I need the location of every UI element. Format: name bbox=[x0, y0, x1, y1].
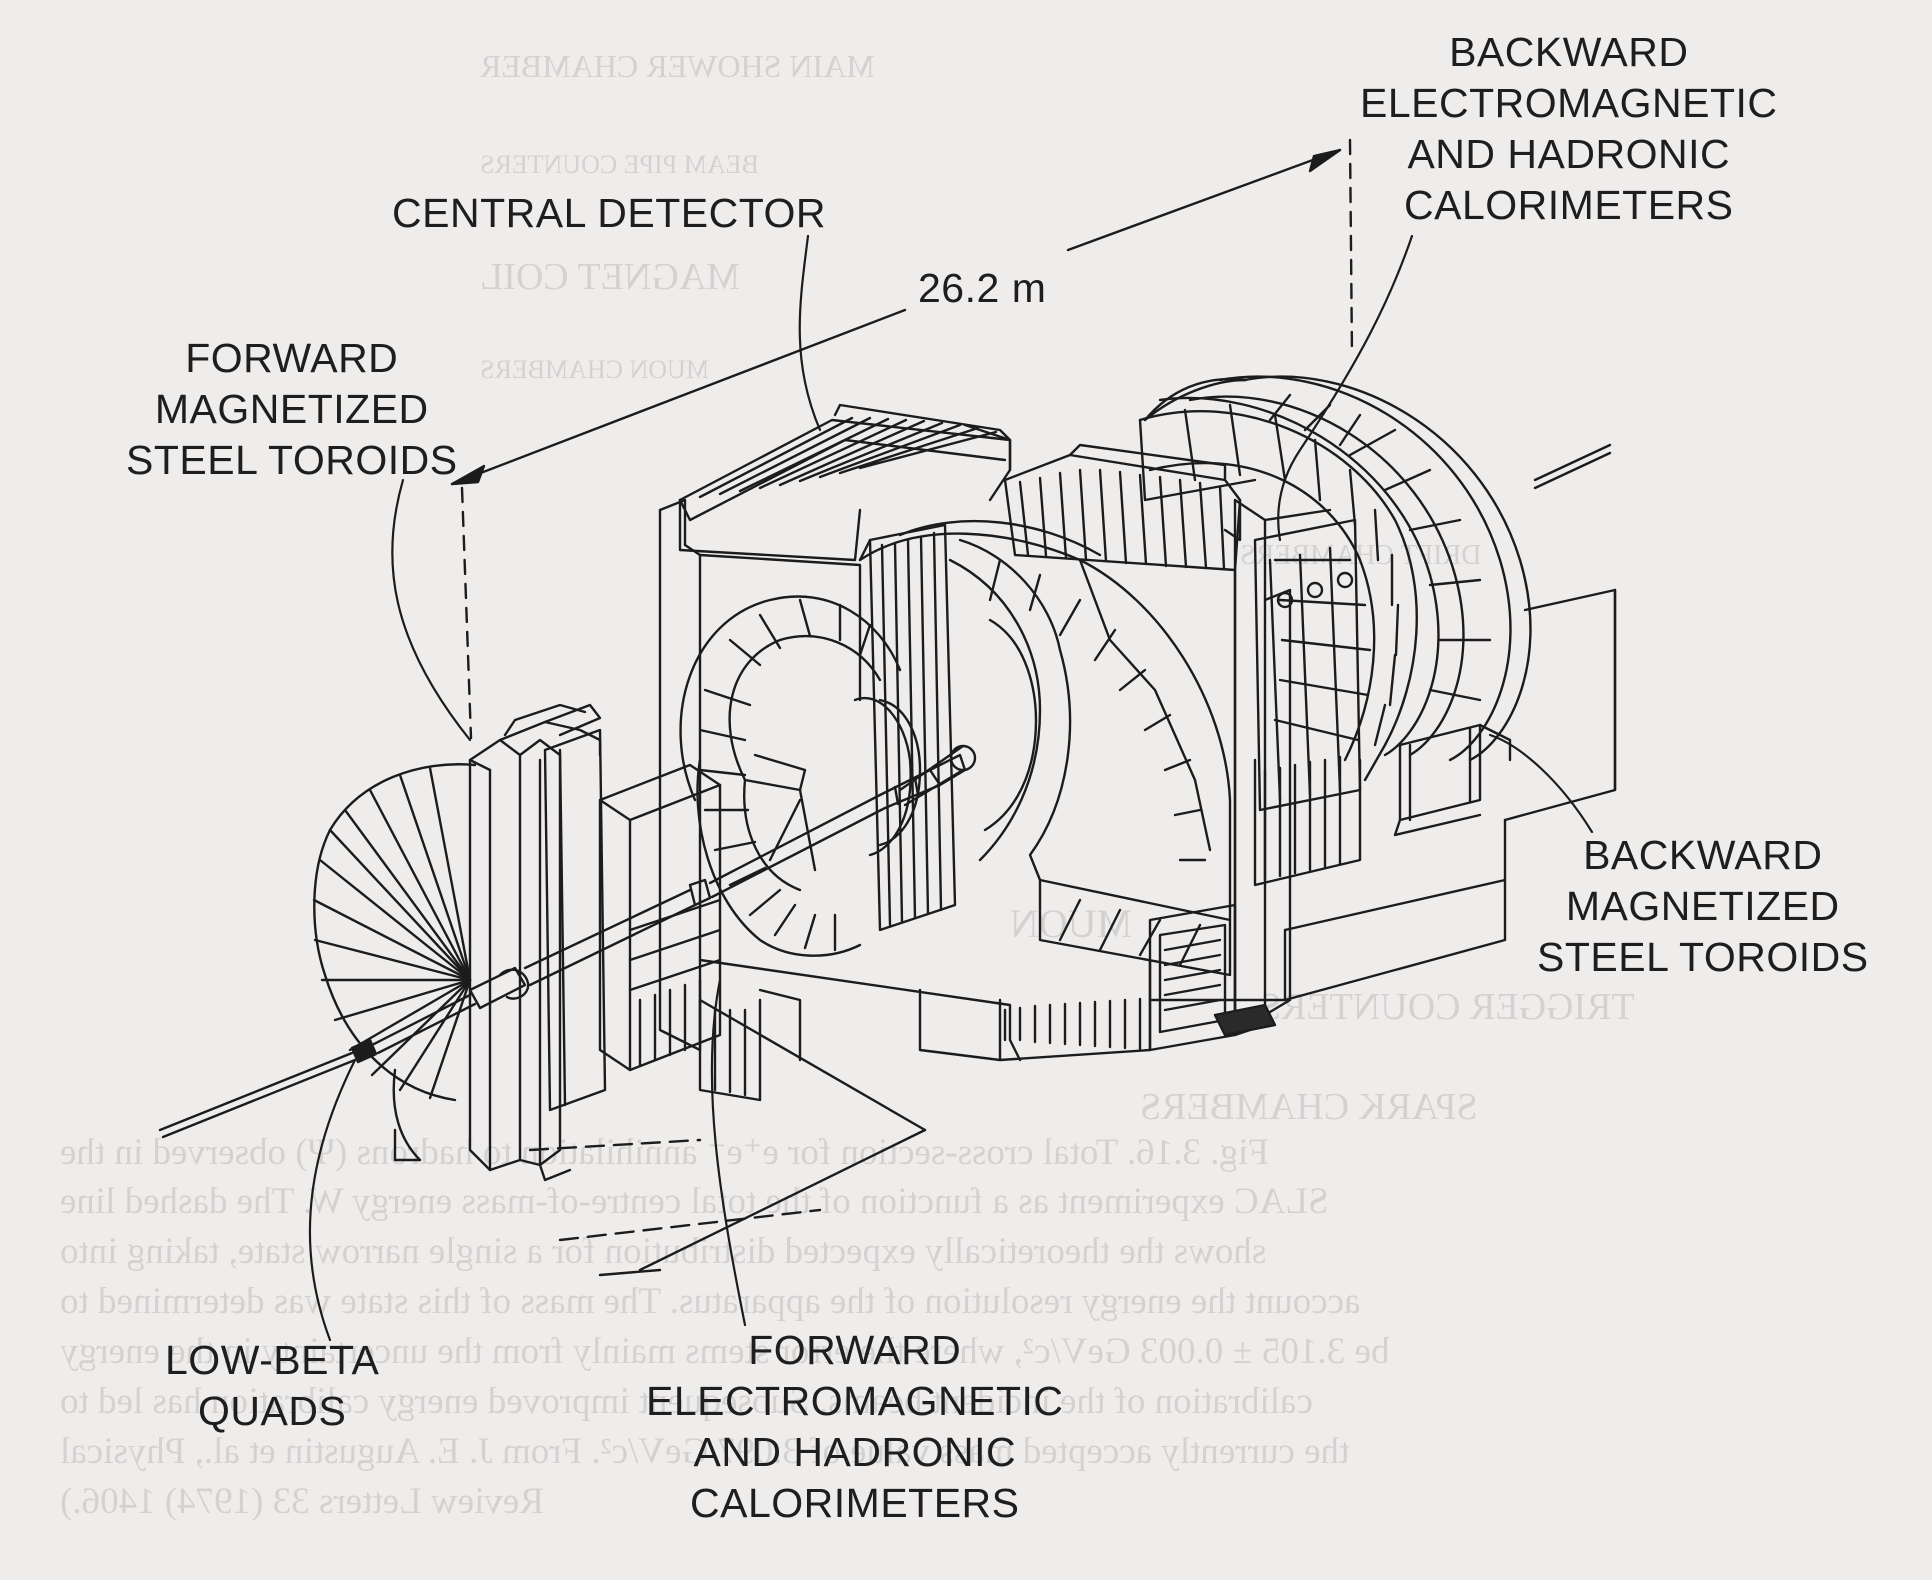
label-backward-toroids-line-3: STEEL TOROIDS bbox=[1537, 934, 1869, 980]
label-backward-toroids: BACKWARD MAGNETIZED STEEL TOROIDS bbox=[1537, 830, 1869, 983]
label-forward-calorimeters-line-4: CALORIMETERS bbox=[690, 1480, 1020, 1526]
label-forward-calorimeters-line-2: ELECTROMAGNETIC bbox=[646, 1378, 1064, 1424]
forward-calorimeter-block bbox=[543, 728, 722, 1112]
label-low-beta-quads-line-1: LOW-BETA bbox=[165, 1337, 380, 1383]
beam-pipe bbox=[158, 753, 967, 1139]
label-dimension-text: 26.2 m bbox=[918, 265, 1047, 311]
floor-plane bbox=[528, 998, 927, 1277]
label-forward-toroids-line-3: STEEL TOROIDS bbox=[126, 437, 458, 483]
label-low-beta-quads: LOW-BETA QUADS bbox=[165, 1335, 379, 1437]
label-backward-calorimeters-line-1: BACKWARD bbox=[1449, 29, 1689, 75]
label-backward-calorimeters-line-3: AND HADRONIC bbox=[1407, 131, 1731, 177]
label-forward-calorimeters-line-3: AND HADRONIC bbox=[693, 1429, 1017, 1475]
label-central-detector: CENTRAL DETECTOR bbox=[392, 188, 826, 239]
leader-lines bbox=[308, 234, 1594, 1342]
label-central-detector-text: CENTRAL DETECTOR bbox=[392, 190, 826, 236]
forward-toroid bbox=[312, 703, 602, 1182]
central-detector bbox=[658, 403, 1232, 1062]
label-backward-calorimeters: BACKWARD ELECTROMAGNETIC AND HADRONIC CA… bbox=[1360, 27, 1778, 231]
label-forward-toroids: FORWARD MAGNETIZED STEEL TOROIDS bbox=[126, 333, 458, 486]
label-forward-calorimeters: FORWARD ELECTROMAGNETIC AND HADRONIC CAL… bbox=[646, 1325, 1064, 1529]
label-backward-calorimeters-line-2: ELECTROMAGNETIC bbox=[1360, 80, 1778, 126]
label-backward-toroids-line-2: MAGNETIZED bbox=[1565, 883, 1840, 929]
backward-toroid bbox=[1143, 375, 1612, 837]
label-forward-toroids-line-2: MAGNETIZED bbox=[154, 386, 429, 432]
dimension-line bbox=[450, 138, 1354, 740]
label-backward-calorimeters-line-4: CALORIMETERS bbox=[1404, 182, 1734, 228]
backward-calorimeter bbox=[1138, 377, 1418, 887]
label-low-beta-quads-line-2: QUADS bbox=[198, 1388, 347, 1434]
label-forward-calorimeters-line-1: FORWARD bbox=[748, 1327, 962, 1373]
forward-calorimeter-wheel bbox=[679, 595, 902, 1102]
label-dimension: 26.2 m bbox=[918, 263, 1046, 314]
central-detector-rear-block bbox=[1003, 443, 1292, 1052]
label-backward-toroids-line-1: BACKWARD bbox=[1583, 832, 1823, 878]
label-forward-toroids-line-1: FORWARD bbox=[185, 335, 399, 381]
